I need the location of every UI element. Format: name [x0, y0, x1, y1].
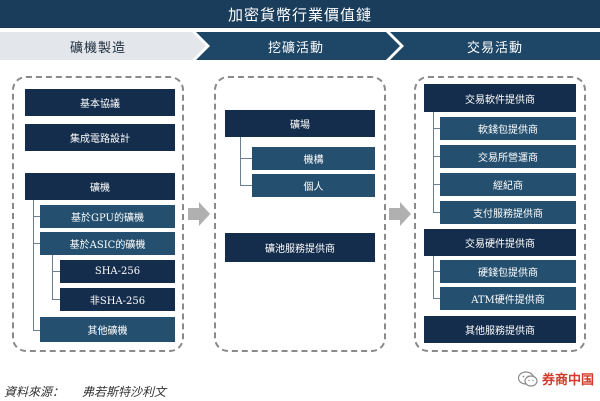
box-non-sha256: 非SHA-256	[60, 288, 175, 311]
connector-software	[433, 112, 434, 213]
connector	[33, 330, 40, 331]
connector	[433, 128, 440, 129]
box-atm-provider: ATM硬件提供商	[440, 287, 576, 310]
connector	[52, 271, 60, 272]
stage-chevrons	[0, 32, 600, 60]
connector	[433, 271, 440, 272]
connector	[33, 243, 40, 244]
wechat-icon	[518, 370, 538, 387]
box-hardware-wallet: 硬錢包提供商	[440, 260, 576, 283]
box-software-wallet: 軟錢包提供商	[440, 117, 576, 140]
box-individual: 個人	[252, 174, 375, 197]
stage-chevron-1	[0, 32, 206, 60]
connector-hardware	[433, 256, 434, 298]
stage-chevron-2	[196, 32, 400, 60]
stage-label-mining-activity: 挖礦活動	[267, 40, 324, 56]
box-other-machine: 其他礦機	[40, 317, 175, 342]
connector-asic	[52, 255, 53, 300]
box-software-provider: 交易軟件提供商	[424, 84, 576, 112]
box-ic-design: 集成電路設計	[25, 124, 175, 151]
source-value: 弗若斯特沙利文	[82, 385, 167, 399]
stage-label-trading-activity: 交易活動	[466, 40, 523, 56]
box-basic-protocol: 基本協議	[25, 89, 175, 116]
box-institution: 機構	[252, 147, 375, 170]
connector	[433, 156, 440, 157]
box-mine: 礦場	[225, 110, 375, 137]
arrow-right-icon	[188, 202, 210, 226]
connector-col1-main	[33, 200, 34, 330]
box-other-provider: 其他服務提供商	[424, 316, 576, 343]
box-exchange-operator: 交易所營運商	[440, 145, 576, 168]
box-pool-provider: 礦池服務提供商	[225, 233, 375, 262]
box-mining-machine: 礦機	[25, 173, 175, 200]
connector	[240, 158, 252, 159]
stage-label-mining-machine: 礦機製造	[69, 40, 126, 56]
panel-mining-machine	[12, 76, 184, 352]
connector	[433, 298, 440, 299]
watermark: 券商中国	[518, 369, 594, 388]
watermark-text: 券商中国	[542, 373, 595, 388]
box-asic-machine: 基於ASIC的礦機	[40, 232, 175, 255]
panel-mining-activity	[214, 76, 386, 352]
connector	[52, 299, 60, 300]
connector	[33, 216, 40, 217]
connector	[433, 184, 440, 185]
arrow-right-icon	[389, 202, 411, 226]
box-sha256: SHA-256	[60, 260, 175, 283]
connector	[433, 212, 440, 213]
box-hardware-provider: 交易硬件提供商	[424, 229, 576, 256]
connector-mine	[240, 137, 241, 185]
box-broker: 經紀商	[440, 173, 576, 196]
diagram-title: 加密貨幣行業價值鏈	[0, 0, 600, 28]
box-payment-provider: 支付服務提供商	[440, 201, 576, 224]
box-gpu-machine: 基於GPU的礦機	[40, 205, 175, 228]
connector	[240, 185, 252, 186]
stage-chevron-3	[390, 32, 600, 60]
source-label: 資料來源：	[4, 385, 65, 399]
panel-trading-activity	[414, 76, 586, 352]
